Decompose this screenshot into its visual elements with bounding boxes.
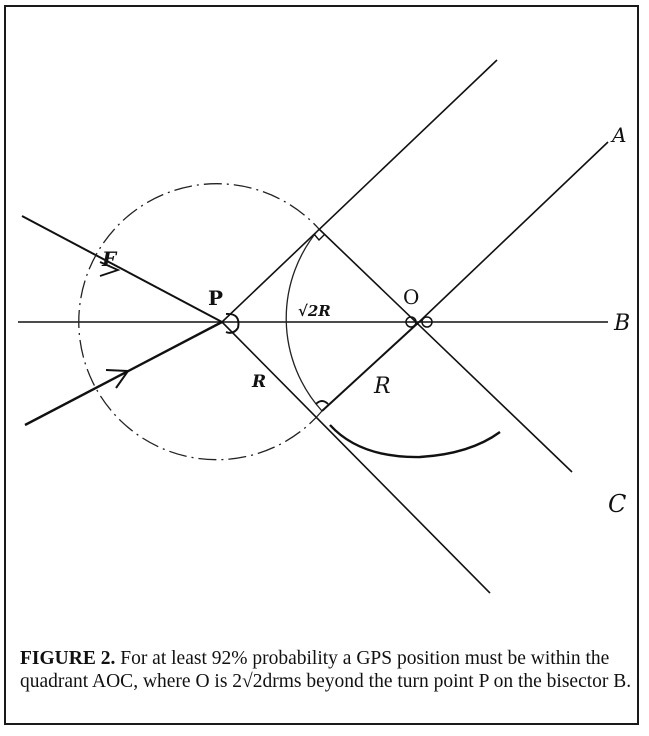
- circle-arc-bottom-solid: [329, 424, 501, 459]
- radius-line: [321, 321, 420, 412]
- caption-text: For at least 92% probability a GPS posit…: [20, 648, 632, 692]
- caption-label: FIGURE 2.: [20, 648, 116, 669]
- right-angle-mark-lower: [315, 400, 329, 405]
- line-OC: [318, 228, 573, 473]
- line-OA: [418, 141, 609, 323]
- lower-boundary-line: [221, 321, 491, 594]
- figure-frame: [4, 5, 639, 725]
- angle-mark-P-upper: [225, 312, 240, 329]
- circle-arc-dashed: [78, 183, 323, 461]
- angle-mark-O-left: [405, 316, 417, 328]
- angle-mark-P-lower: [225, 327, 239, 334]
- figure-caption: FIGURE 2. For at least 92% probability a…: [20, 647, 632, 693]
- label-sqrt2R: √2R: [298, 302, 331, 320]
- label-R-lower: R: [251, 372, 266, 392]
- label-B: B: [613, 311, 630, 336]
- incoming-leg-upper: [21, 215, 223, 323]
- arrowhead-upper: [99, 261, 121, 277]
- right-angle-mark-upper: [313, 233, 326, 242]
- label-R-center: R: [373, 374, 391, 399]
- outgoing-leg-lower: [24, 320, 223, 427]
- label-C: C: [608, 490, 626, 518]
- label-F: F: [101, 247, 118, 271]
- upper-boundary-line: [221, 59, 498, 323]
- circle-arc-left: [285, 228, 323, 412]
- angle-mark-O-right: [421, 316, 433, 328]
- label-A: A: [610, 123, 626, 147]
- label-O: O: [403, 285, 419, 309]
- arrowhead-lower: [105, 369, 130, 389]
- label-P: P: [208, 286, 223, 310]
